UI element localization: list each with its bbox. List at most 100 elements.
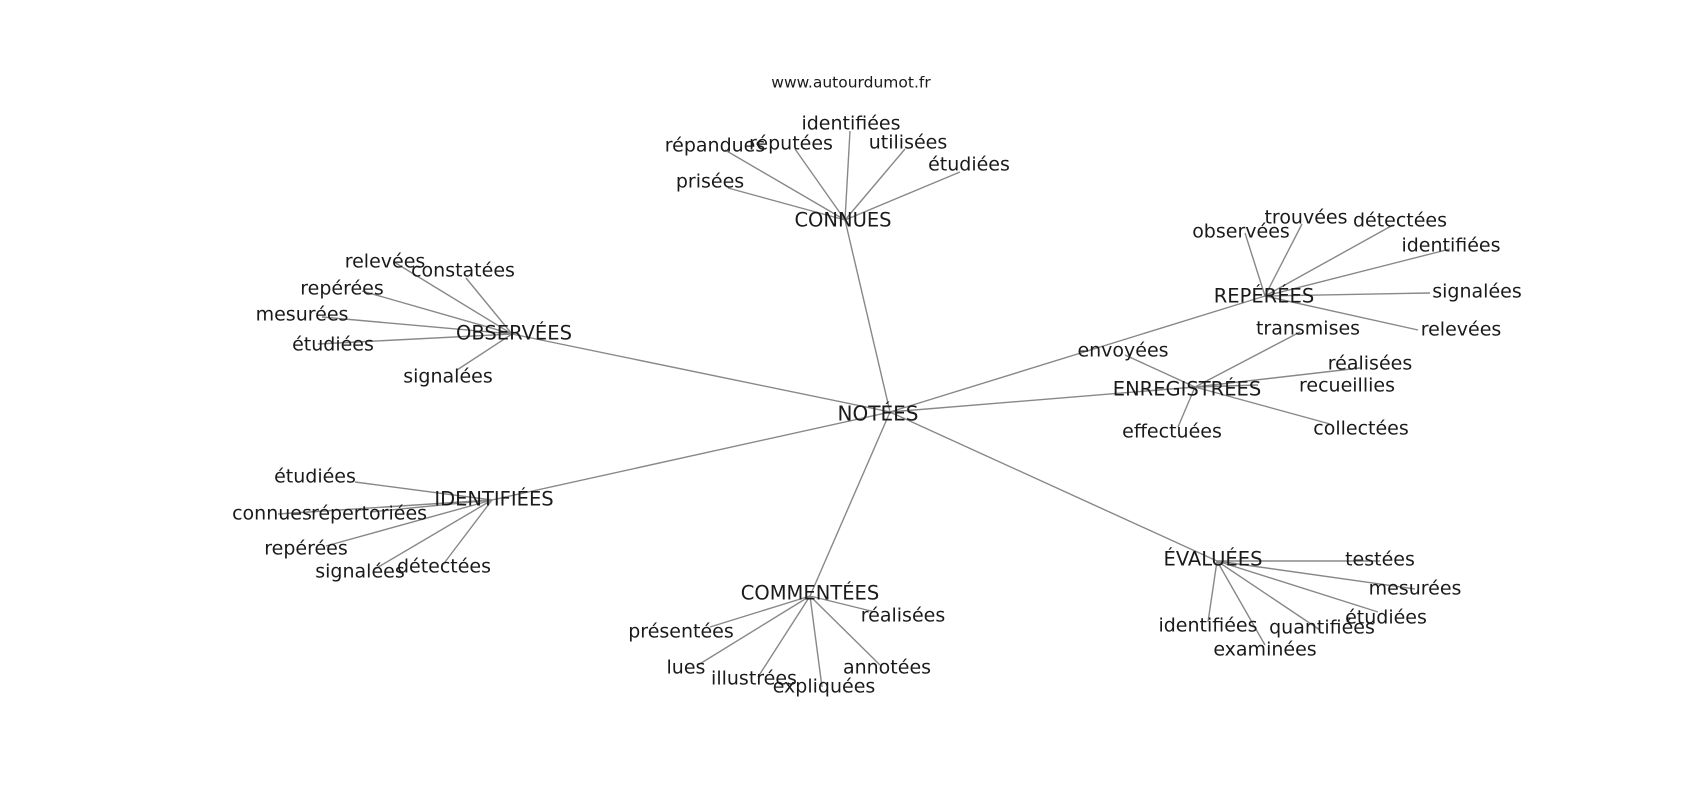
leaf-node-enregistrees-effectuees: effectuées: [1122, 421, 1222, 443]
edge-commentees-lues: [697, 595, 811, 666]
leaf-node-reperees-signalees: signalées: [1432, 281, 1521, 303]
leaf-node-commentees-expliquees: expliquées: [773, 676, 876, 698]
leaf-node-identifiees-signalees: signalées: [315, 561, 404, 583]
edge-observees-reperees: [361, 290, 513, 335]
source-url: www.autourdumot.fr: [771, 74, 931, 92]
edge-identifiees-connues: [277, 499, 493, 515]
leaf-node-evaluees-quantifiees: quantifiées: [1269, 617, 1375, 639]
hub-node-identifiees: IDENTIFIÉES: [434, 488, 553, 511]
leaf-node-reperees-trouvees: trouvées: [1264, 207, 1347, 229]
edge-commentees-realisees: [809, 595, 876, 613]
edge-reperees-trouvees: [1264, 223, 1303, 297]
leaf-node-commentees-presentees: présentées: [628, 621, 734, 643]
root-node: NOTÉES: [838, 402, 919, 426]
edge-enregistrees-collectees: [1194, 386, 1331, 425]
edge-enregistrees-effectuees: [1177, 386, 1196, 428]
edge-root-reperees: [889, 295, 1266, 413]
hub-node-connues: CONNUES: [794, 209, 891, 232]
leaf-node-reperees-identifiees: identifiées: [1401, 235, 1500, 257]
leaf-node-evaluees-identifiees: identifiées: [1158, 615, 1257, 637]
leaf-node-commentees-annotees: annotées: [843, 657, 931, 679]
leaf-node-enregistrees-recueillies: recueillies: [1299, 375, 1395, 397]
edge-identifiees-etudiees: [354, 481, 493, 501]
leaf-node-observees-etudiees: étudiées: [292, 334, 374, 356]
hub-node-evaluees: ÉVALUÉES: [1164, 548, 1263, 571]
edge-observees-mesurees: [321, 316, 513, 335]
leaf-node-evaluees-testees: testées: [1345, 549, 1415, 571]
edge-commentees-presentees: [709, 595, 811, 628]
leaf-node-evaluees-mesurees: mesurées: [1369, 578, 1462, 600]
leaf-node-connues-etudiees: étudiées: [928, 154, 1010, 176]
edge-reperees-detectees: [1264, 224, 1394, 297]
edge-identifiees-signalees: [374, 499, 493, 570]
edge-root-evaluees: [889, 411, 1218, 562]
leaf-node-commentees-illustrees: illustrées: [711, 668, 797, 690]
edge-observees-signalees: [456, 333, 513, 371]
leaf-node-commentees-realisees: réalisées: [861, 605, 945, 627]
edge-connues-etudiees: [844, 171, 961, 221]
leaf-node-enregistrees-collectees: collectées: [1313, 418, 1409, 440]
hub-node-enregistrees: ENREGISTRÉES: [1113, 378, 1262, 401]
edge-reperees-signalees: [1264, 292, 1431, 297]
edge-observees-constatees: [465, 277, 513, 335]
leaf-node-observees-relevees: relevées: [345, 251, 426, 273]
edge-connues-repandues: [724, 149, 846, 221]
edge-root-identifiees: [491, 411, 891, 501]
edge-reperees-observees: [1244, 232, 1266, 297]
leaf-node-enregistrees-transmises: transmises: [1256, 318, 1360, 340]
leaf-node-enregistrees-envoyees: envoyées: [1077, 340, 1168, 362]
leaf-node-connues-prisees: prisées: [676, 171, 744, 193]
edge-evaluees-etudiees: [1216, 560, 1379, 613]
edge-enregistrees-envoyees: [1124, 354, 1196, 388]
edge-root-enregistrees: [889, 386, 1196, 413]
edge-reperees-identifiees: [1264, 248, 1451, 297]
leaf-node-connues-identifiees: identifiées: [801, 113, 900, 135]
edge-commentees-annotees: [809, 595, 881, 666]
leaf-node-identifiees-reperees: repérées: [264, 538, 348, 560]
leaf-node-identifiees-detectees: détectées: [397, 556, 491, 578]
leaf-node-observees-constatees: constatées: [411, 260, 515, 282]
edge-connues-identifiees: [844, 130, 851, 221]
edge-root-connues: [844, 219, 891, 413]
edge-evaluees-quantifiees: [1216, 560, 1321, 631]
edge-connues-prisees: [727, 187, 846, 221]
edge-identifiees-reperees: [325, 499, 493, 547]
edge-identifiees-repertoriees: [369, 499, 493, 513]
edge-reperees-relevees: [1264, 295, 1419, 331]
leaf-node-connues-repandues: répandues: [665, 135, 766, 157]
leaf-node-observees-signalees: signalées: [403, 366, 492, 388]
edge-enregistrees-transmises: [1194, 331, 1301, 388]
edge-identifiees-detectees: [444, 499, 493, 563]
edge-commentees-expliquees: [809, 595, 823, 688]
hub-node-reperees: REPÉRÉES: [1214, 285, 1315, 308]
leaf-node-commentees-lues: lues: [667, 657, 706, 679]
hub-node-commentees: COMMENTÉES: [741, 582, 879, 605]
edge-observees-relevees: [393, 261, 513, 335]
leaf-node-identifiees-etudiees: étudiées: [274, 466, 356, 488]
leaf-node-enregistrees-realisees: réalisées: [1328, 353, 1412, 375]
leaf-node-reperees-relevees: relevées: [1421, 319, 1502, 341]
edge-root-observees: [511, 333, 891, 413]
leaf-node-identifiees-repertoriees: répertoriées: [311, 503, 427, 525]
leaf-node-observees-mesurees: mesurées: [256, 304, 349, 326]
edge-enregistrees-realisees: [1194, 367, 1361, 388]
edge-evaluees-examinees: [1216, 560, 1266, 646]
edge-observees-etudiees: [317, 333, 513, 345]
hub-node-observees: OBSERVÉES: [456, 322, 572, 345]
edge-enregistrees-recueillies: [1194, 384, 1259, 388]
leaf-node-connues-reputees: réputées: [749, 133, 833, 155]
edge-evaluees-mesurees: [1216, 560, 1416, 590]
edge-evaluees-identifiees: [1207, 560, 1218, 623]
leaf-node-reperees-detectees: détectées: [1353, 210, 1447, 232]
edge-connues-utilisees: [844, 148, 906, 221]
leaf-node-evaluees-etudiees: étudiées: [1345, 607, 1427, 629]
leaf-node-evaluees-examinees: examinées: [1213, 639, 1316, 661]
edge-connues-reputees: [794, 148, 846, 221]
leaf-node-reperees-observees: observées: [1192, 221, 1290, 243]
edges: [277, 130, 1451, 688]
edge-root-commentees: [809, 411, 891, 597]
leaf-node-connues-utilisees: utilisées: [869, 132, 948, 154]
leaf-node-identifiees-connues: connues: [232, 503, 312, 525]
